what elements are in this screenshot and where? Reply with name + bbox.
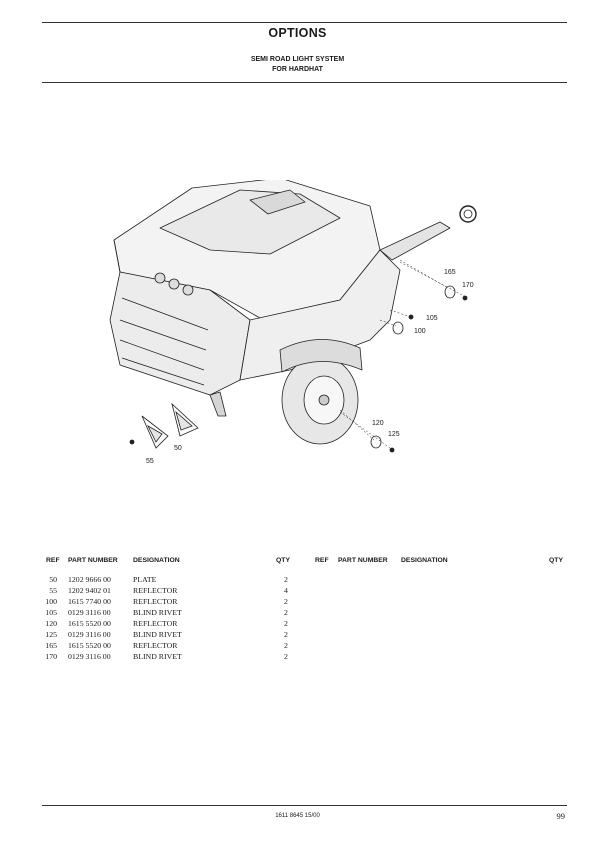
subtitle-line-1: SEMI ROAD LIGHT SYSTEM	[250, 56, 345, 63]
reflector-100	[392, 321, 404, 335]
tow-eye	[459, 205, 477, 223]
header-qty: QTY	[276, 557, 290, 564]
control-panel	[249, 189, 306, 215]
machine-side	[239, 249, 401, 381]
callout-55: 55	[146, 458, 154, 465]
exploded-view-drawing: 165 170 105 100 120 125 50 55	[109, 180, 477, 465]
header-designation: DESIGNATION	[133, 557, 180, 564]
callout-105: 105	[426, 315, 438, 322]
header-qty-right: QTY	[549, 557, 563, 564]
document-code: 1611 8645 15/00	[275, 813, 320, 819]
header-ref: REF	[46, 557, 60, 564]
header-part-number: PART NUMBER	[68, 557, 118, 564]
callout-100: 100	[414, 328, 426, 335]
header-ref-right: REF	[315, 557, 329, 564]
reflector-165	[444, 285, 456, 299]
rivet-125	[389, 447, 395, 453]
callout-170: 170	[462, 282, 474, 289]
callout-50: 50	[174, 445, 182, 452]
subtitle-line-2: FOR HARDHAT	[272, 66, 323, 73]
callout-165: 165	[444, 269, 456, 276]
header-rule	[42, 82, 567, 83]
callout-120: 120	[372, 420, 384, 427]
header-designation-right: DESIGNATION	[401, 557, 448, 564]
page-title: OPTIONS	[268, 26, 327, 40]
footer-rule	[42, 805, 567, 806]
rivet-170	[462, 295, 468, 301]
rivet-105	[408, 314, 414, 320]
reflector-120	[370, 435, 382, 449]
canopy-top-panel	[159, 189, 341, 255]
header-part-number-right: PART NUMBER	[338, 557, 388, 564]
page-number: 99	[556, 811, 566, 821]
top-rule	[42, 22, 567, 23]
tow-bar	[379, 221, 451, 261]
callout-125: 125	[388, 431, 400, 438]
